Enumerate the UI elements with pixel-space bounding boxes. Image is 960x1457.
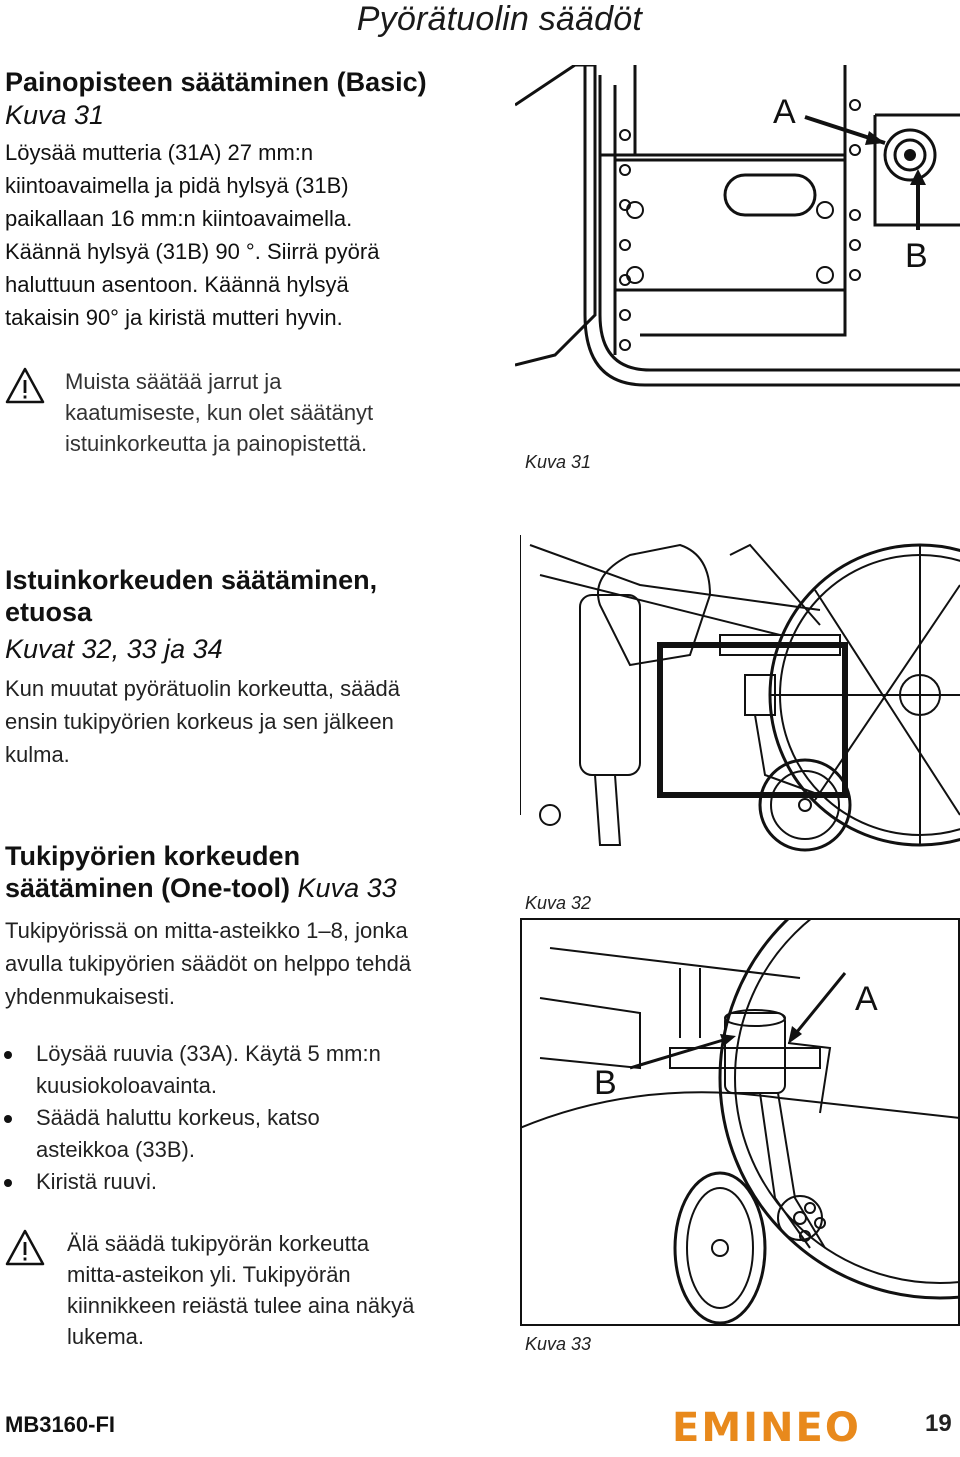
nut-and-bolt [883,128,937,182]
figure-32-caption: Kuva 32 [525,893,592,913]
figure-reference: Kuva 31 [5,100,105,130]
heading-line: säätäminen (One-tool) [5,873,291,903]
list-item-line: asteikkoa (33B). [36,1137,195,1162]
figure-32-illustration [520,535,960,852]
list-item: Säädä haluttu korkeus, katso asteikkoa (… [0,1102,505,1166]
warning-line: Älä säädä tukipyörän korkeutta [67,1231,370,1256]
figure-33-label-a: A [855,980,878,1018]
list-item-line: Kiristä ruuvi. [36,1169,158,1194]
page-number: 19 [925,1410,952,1437]
heading-line: Istuinkorkeuden säätäminen, [5,565,378,595]
warning-line: kiinnikkeen reiästä tulee aina näkyä [67,1293,415,1318]
warning-text: Älä säädä tukipyörän korkeutta mitta-ast… [67,1228,414,1352]
figure-reference: Kuvat 32, 33 ja 34 [5,634,223,664]
body-line: haluttuun asentoon. Käännä hylsyä [5,272,349,297]
warning-triangle-icon [5,1229,45,1266]
page-header-title: Pyörätuolin säädöt [356,0,642,38]
warning-triangle-icon [5,367,45,404]
section-body: Tukipyörissä on mitta-asteikko 1–8, jonk… [5,914,510,1013]
section-heading: Tukipyörien korkeuden säätäminen (One-to… [5,840,510,904]
figure-33-caption: Kuva 33 [525,1334,592,1354]
warning-line: lukema. [67,1324,145,1349]
figure-31-label-b: B [905,237,928,275]
body-line: ensin tukipyörien korkeus ja sen jälkeen [5,709,394,734]
figure-32-highlight-box [657,642,848,798]
figure-33-label-b: B [594,1064,617,1102]
warning-note: Muista säätää jarrut ja kaatumiseste, ku… [5,366,505,459]
body-line: kulma. [5,742,70,767]
figure-31-illustration: A B [515,65,960,387]
list-item-line: Löysää ruuvia (33A). Käytä 5 mm:n [36,1041,381,1066]
warning-line: istuinkorkeutta ja painopistettä. [65,431,368,456]
body-line: Löysää mutteria (31A) 27 mm:n [5,140,314,165]
section-caster-height: Tukipyörien korkeuden säätäminen (One-to… [5,840,510,1013]
figure-reference: Kuva 33 [297,873,397,903]
section-body: Kun muutat pyörätuolin korkeutta, säädä … [5,672,510,771]
body-line: Käännä hylsyä (31B) 90 °. Siirrä pyörä [5,239,380,264]
body-line: kiintoavaimella ja pidä hylsyä (31B) [5,173,349,198]
warning-text: Muista säätää jarrut ja kaatumiseste, ku… [65,366,373,459]
list-item-line: kuusiokoloavainta. [36,1073,218,1098]
body-line: paikallaan 16 mm:n kiintoavaimella. [5,206,353,231]
section-heading: Istuinkorkeuden säätäminen, etuosa [5,564,510,628]
heading-line: etuosa [5,597,93,627]
figure-33-illustration: A B [520,918,960,1326]
instruction-list: Löysää ruuvia (33A). Käytä 5 mm:n kuusio… [0,1038,505,1198]
section-center-of-gravity: Painopisteen säätäminen (Basic) Kuva 31 … [5,66,505,334]
warning-line: Muista säätää jarrut ja [65,369,282,394]
body-line: avulla tukipyörien säädöt on helppo tehd… [5,951,412,976]
figure-31-label-a: A [773,93,796,131]
warning-line: mitta-asteikon yli. Tukipyörän [67,1262,351,1287]
list-item-line: Säädä haluttu korkeus, katso [36,1105,320,1130]
warning-note: Älä säädä tukipyörän korkeutta mitta-ast… [5,1228,510,1352]
warning-line: kaatumiseste, kun olet säätänyt [65,400,374,425]
heading-line: Tukipyörien korkeuden [5,841,301,871]
body-line: Kun muutat pyörätuolin korkeutta, säädä [5,676,401,701]
section-body: Löysää mutteria (31A) 27 mm:n kiintoavai… [5,136,505,334]
list-item: Kiristä ruuvi. [0,1166,505,1198]
brand-logo: EMINEO [672,1405,861,1451]
document-code: MB3160-FI [5,1412,116,1437]
figure-31-caption: Kuva 31 [525,452,592,472]
section-heading: Painopisteen säätäminen (Basic) [5,67,427,97]
body-line: Tukipyörissä on mitta-asteikko 1–8, jonk… [5,918,408,943]
section-seat-height: Istuinkorkeuden säätäminen, etuosa Kuvat… [5,564,510,771]
body-line: yhdenmukaisesti. [5,984,175,1009]
list-item: Löysää ruuvia (33A). Käytä 5 mm:n kuusio… [0,1038,505,1102]
body-line: takaisin 90° ja kiristä mutteri hyvin. [5,305,343,330]
